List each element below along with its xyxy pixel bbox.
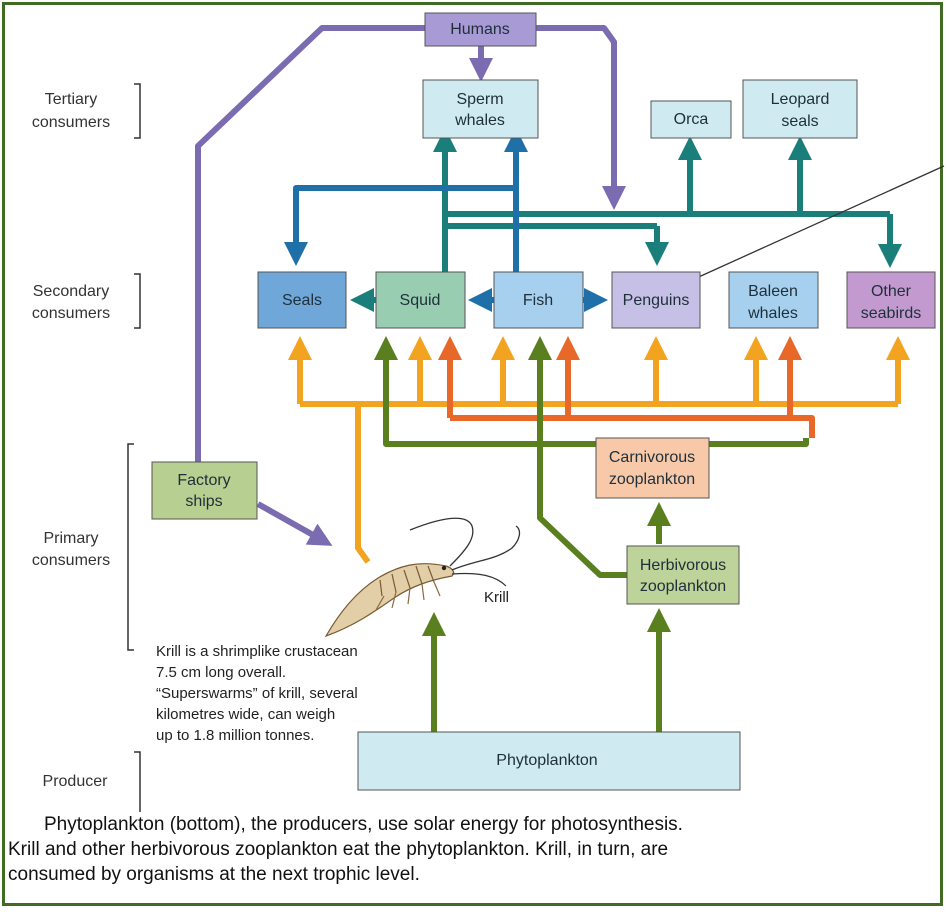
bracket-tertiary bbox=[134, 83, 141, 139]
bracket-producer bbox=[134, 751, 141, 812]
level-brackets bbox=[127, 83, 141, 812]
svg-text:Fish: Fish bbox=[523, 292, 553, 309]
svg-text:Phytoplankton: Phytoplankton bbox=[496, 752, 597, 769]
node-humans: Humans bbox=[424, 12, 537, 47]
squid-predator-arrows bbox=[433, 128, 902, 272]
node-phytoplankton: Phytoplankton bbox=[357, 731, 741, 791]
caption-line-2: Krill and other herbivorous zooplankton … bbox=[8, 839, 669, 860]
node-orca: Orca bbox=[650, 100, 732, 139]
svg-text:Squid: Squid bbox=[400, 292, 441, 309]
arrow-herbivorous-to-fish bbox=[528, 336, 627, 578]
node-fish: Fish bbox=[493, 271, 584, 329]
krill-note: Krill is a shrimplike crustacean 7.5 cm … bbox=[156, 643, 362, 744]
krill-label: Krill bbox=[484, 589, 509, 606]
figure-caption: Phytoplankton (bottom), the producers, u… bbox=[8, 812, 938, 887]
humans-arrows bbox=[195, 25, 626, 546]
svg-text:Seals: Seals bbox=[282, 292, 322, 309]
fish-arrows bbox=[284, 128, 608, 312]
krill-arrows bbox=[288, 336, 910, 564]
node-penguins: Penguins bbox=[611, 271, 701, 329]
carnivorous-arrows bbox=[438, 336, 815, 438]
svg-text:Humans: Humans bbox=[450, 21, 510, 38]
arrow-fish-to-seals bbox=[284, 185, 516, 266]
node-squid: Squid bbox=[375, 271, 466, 329]
arrow-factory-to-krill bbox=[256, 501, 333, 546]
krill-illustration: Krill bbox=[324, 517, 521, 638]
svg-text:Orca: Orca bbox=[674, 111, 709, 128]
arrow-factory-to-humans bbox=[195, 25, 425, 462]
node-seals: Seals bbox=[257, 271, 347, 329]
pointer-line bbox=[691, 165, 945, 281]
svg-text:Penguins: Penguins bbox=[623, 292, 690, 309]
caption-line-3: consumed by organisms at the next trophi… bbox=[8, 864, 420, 885]
arrow-humans-to-penguins bbox=[536, 25, 626, 210]
caption-line-1-text: Phytoplankton (bottom), the producers, u… bbox=[44, 814, 683, 835]
bracket-primary bbox=[127, 443, 134, 651]
level-label-producer: Producer bbox=[43, 773, 109, 790]
caption-line-1: Phytoplankton (bottom), the producers, u… bbox=[8, 812, 938, 837]
bracket-secondary bbox=[134, 273, 141, 329]
